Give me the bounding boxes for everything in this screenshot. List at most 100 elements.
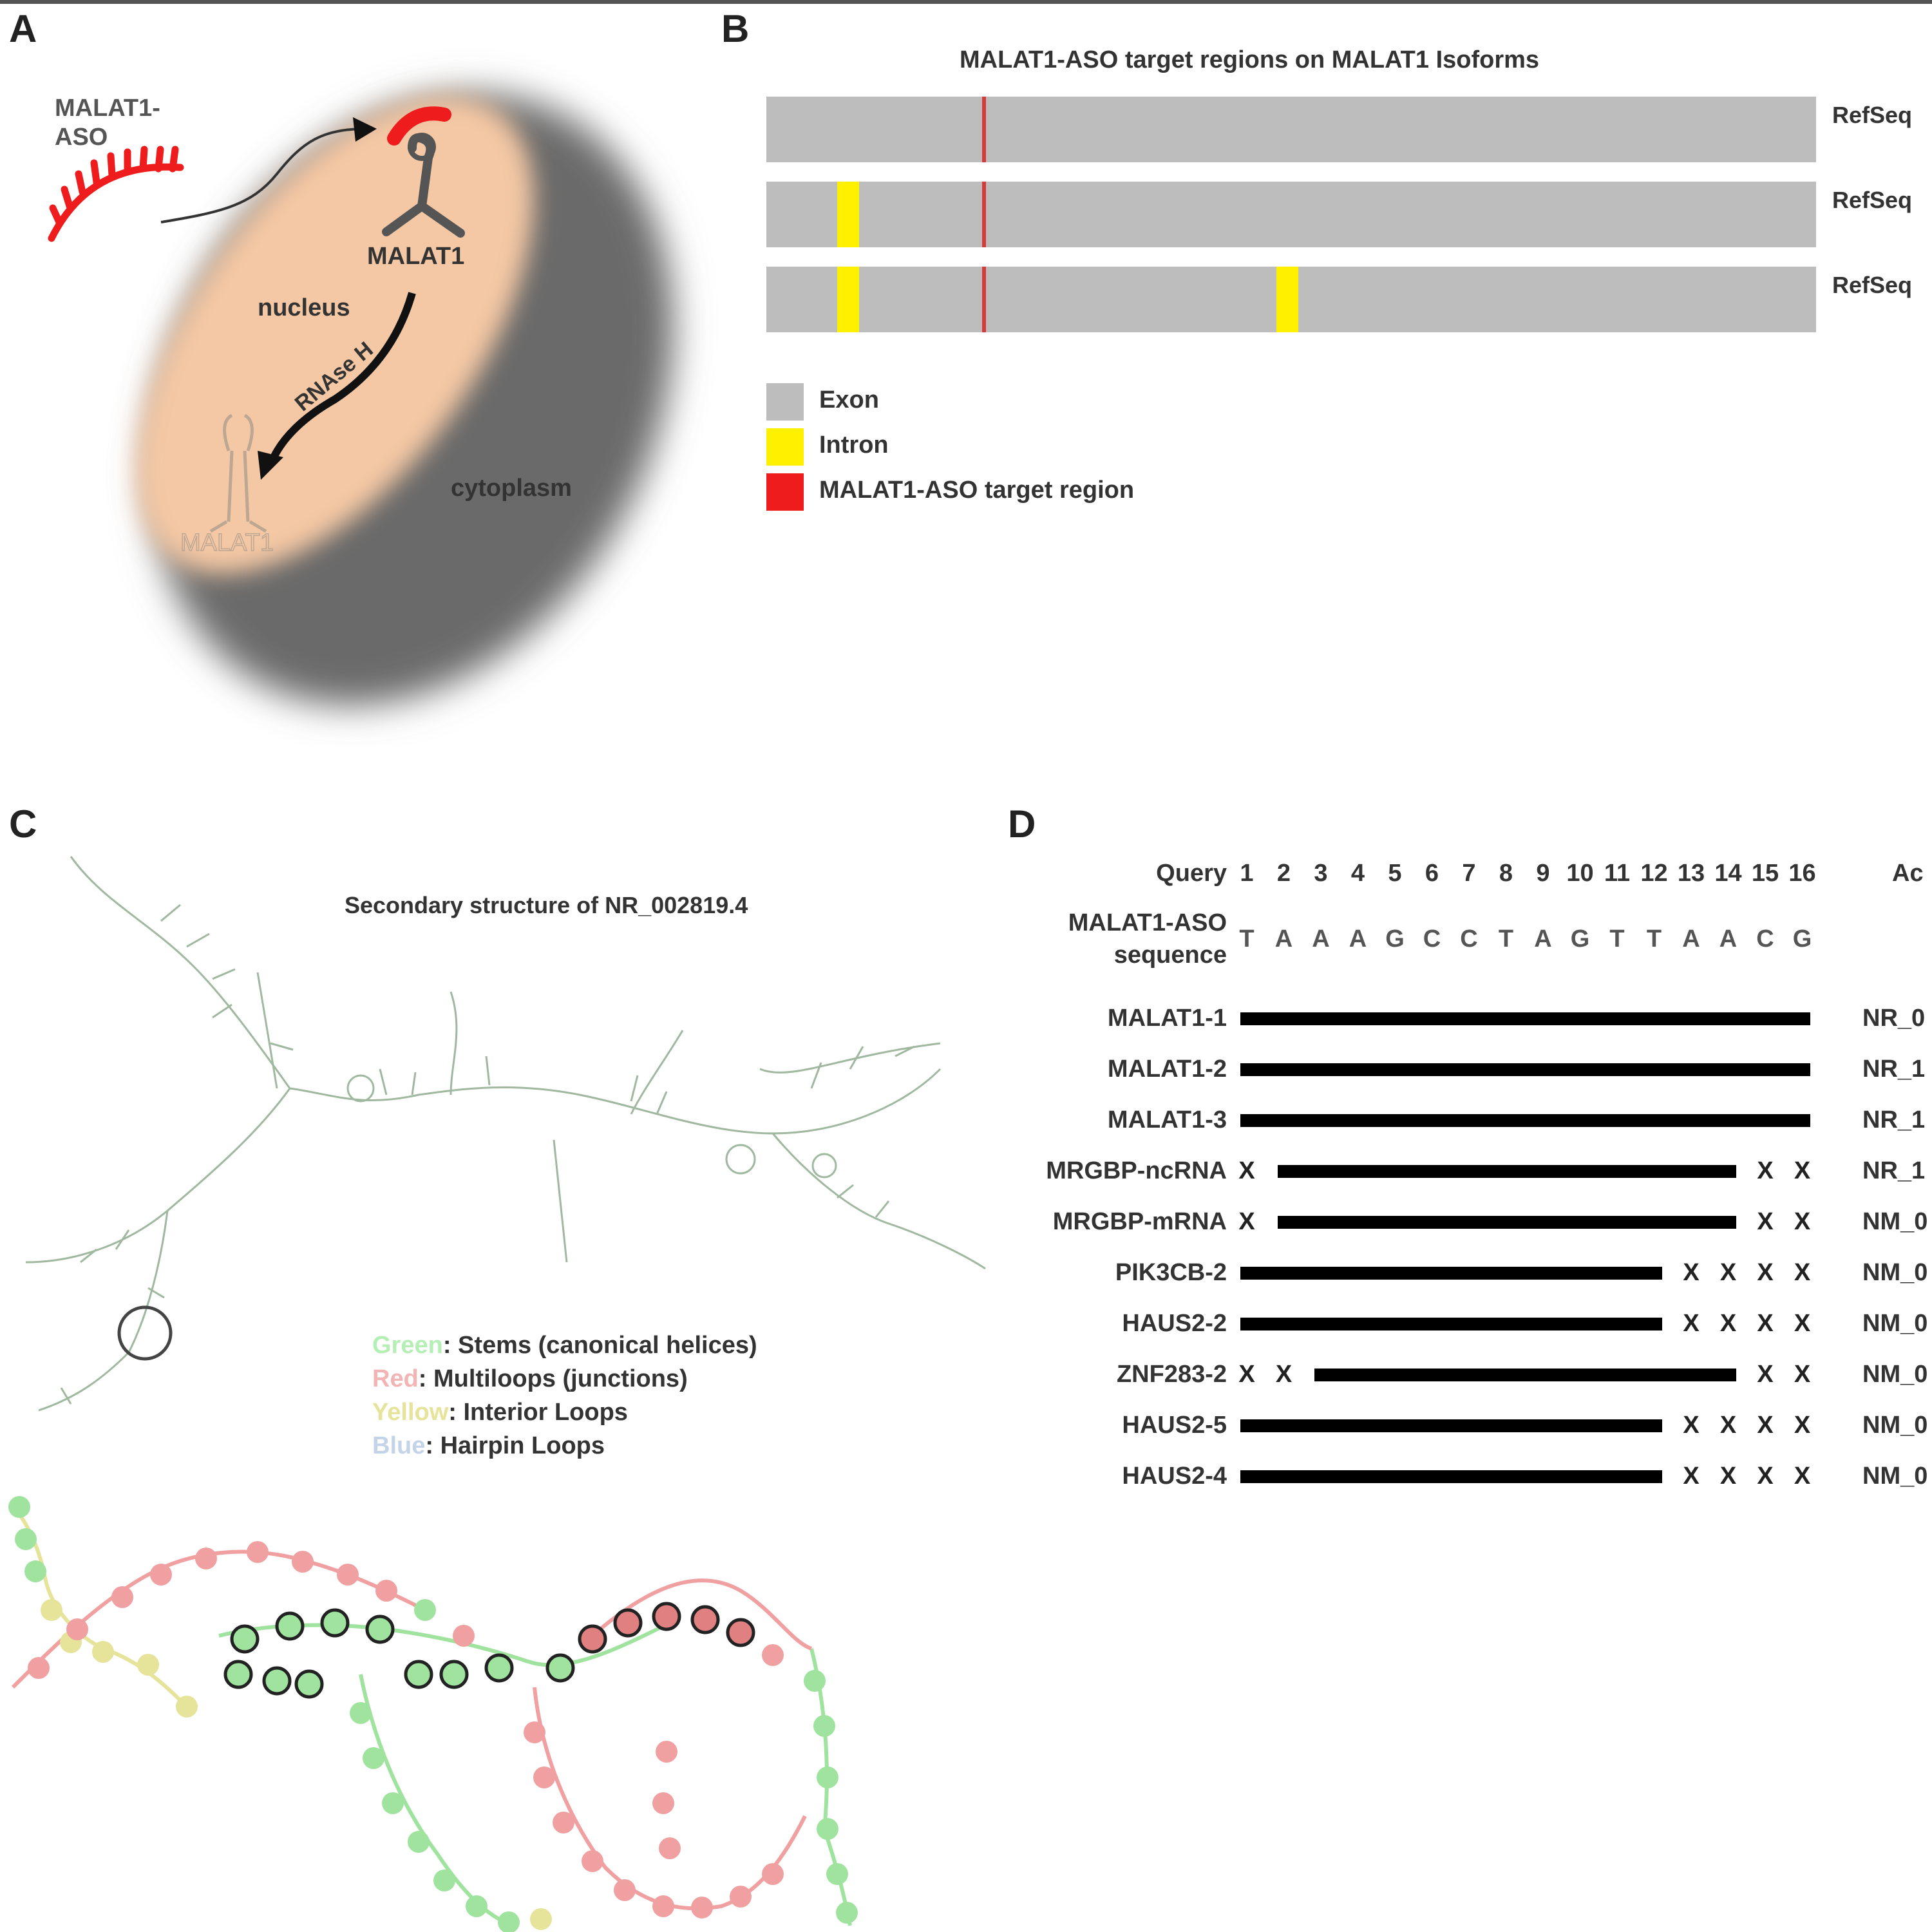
- query-position: 13: [1677, 860, 1705, 887]
- mismatch-mark: X: [1683, 1310, 1700, 1337]
- structure-legend-red: Red: Multiloops (junctions): [372, 1365, 688, 1393]
- isoform-bar-3: [766, 267, 1816, 332]
- alignment-row-name: ZNF283-2: [1116, 1361, 1227, 1388]
- aso-target-mark: [982, 182, 986, 247]
- alignment-row-name: MALAT1-1: [1107, 1005, 1227, 1032]
- sequence-label-line2: sequence: [1113, 942, 1227, 969]
- isoform-label-1: RefSeq: [1832, 102, 1913, 128]
- cleavage-arrow: [270, 292, 416, 459]
- sequence-base: A: [1274, 925, 1293, 952]
- secondary-structure-diagram: [8, 856, 986, 1932]
- binding-arrow: [160, 128, 368, 223]
- legend-description: : Multiloops (junctions): [418, 1365, 688, 1392]
- mismatch-mark: X: [1683, 1412, 1700, 1439]
- mismatch-mark: X: [1757, 1259, 1774, 1286]
- panel-label-b: B: [721, 7, 750, 50]
- legend-label-target: MALAT1-ASO target region: [819, 477, 1135, 504]
- legend-label-exon: Exon: [819, 386, 879, 413]
- alignment-row-name: HAUS2-5: [1122, 1412, 1227, 1439]
- cell-diagram: MALAT1- ASO MALAT1 nucleus RNAse H cytop…: [48, 93, 674, 706]
- mismatch-mark: X: [1757, 1412, 1774, 1439]
- accession-number: NM_0: [1862, 1361, 1928, 1388]
- query-position: 15: [1751, 860, 1779, 887]
- legend-swatch-target: [766, 473, 804, 511]
- mismatch-mark: X: [1757, 1361, 1774, 1388]
- alignment-match-line: [1240, 1012, 1810, 1025]
- mismatch-mark: X: [1238, 1361, 1255, 1388]
- alignment-row-name: PIK3CB-2: [1115, 1259, 1227, 1286]
- structure-legend-green: Green: Stems (canonical helices): [372, 1332, 757, 1359]
- mismatch-mark: X: [1683, 1259, 1700, 1286]
- alignment-match-line: [1277, 1216, 1736, 1229]
- sequence-base: G: [1385, 925, 1405, 952]
- query-position: 11: [1604, 860, 1631, 887]
- query-position: 5: [1388, 860, 1402, 887]
- structure-legend-yellow: Yellow: Interior Loops: [372, 1399, 628, 1426]
- alignment-match-line: [1314, 1368, 1736, 1381]
- query-position: 12: [1640, 860, 1668, 887]
- top-border: [0, 0, 1932, 4]
- mismatch-mark: X: [1794, 1157, 1811, 1184]
- sequence-base: A: [1719, 925, 1738, 952]
- accession-number: NM_0: [1862, 1412, 1928, 1439]
- mismatch-mark: X: [1757, 1463, 1774, 1490]
- alignment-match-line: [1240, 1114, 1810, 1127]
- intron-mark: [1276, 267, 1298, 332]
- alignment-row-name: MALAT1-2: [1107, 1056, 1227, 1083]
- mismatch-mark: X: [1794, 1361, 1811, 1388]
- query-position: 1: [1240, 860, 1254, 887]
- mismatch-mark: X: [1794, 1412, 1811, 1439]
- sequence-label-line1: MALAT1-ASO: [1068, 909, 1227, 936]
- mismatch-mark: X: [1719, 1412, 1737, 1439]
- sequence-base: T: [1609, 925, 1625, 952]
- accession-number: NM_0: [1862, 1463, 1928, 1490]
- isoform-bar-2: [766, 182, 1816, 247]
- sequence-base: T: [1646, 925, 1662, 952]
- accession-number: NR_1: [1862, 1056, 1926, 1083]
- mismatch-mark: X: [1719, 1259, 1737, 1286]
- zoomed-structure: [11, 1505, 852, 1927]
- mismatch-mark: X: [1794, 1463, 1811, 1490]
- intron-mark: [837, 182, 859, 247]
- intron-mark: [837, 267, 859, 332]
- aso-target-mark: [982, 97, 986, 162]
- legend-color-name: Yellow: [372, 1399, 449, 1426]
- binding-arrow-head: [353, 117, 377, 142]
- query-position: 2: [1276, 860, 1291, 887]
- query-position: 8: [1499, 860, 1513, 887]
- mismatch-mark: X: [1794, 1310, 1811, 1337]
- mismatch-mark: X: [1757, 1208, 1774, 1235]
- sequence-base: A: [1349, 925, 1367, 952]
- sequence-base: T: [1498, 925, 1514, 952]
- cleavage-arrow-head: [258, 451, 283, 480]
- accession-number: NM_0: [1862, 1259, 1928, 1286]
- degraded-malat1-label: MALAT1: [180, 529, 274, 556]
- accession-number: NR_1: [1862, 1157, 1926, 1184]
- query-label: Query: [1156, 860, 1227, 887]
- panel-label-a: A: [9, 7, 37, 50]
- query-position: 9: [1536, 860, 1550, 887]
- mismatch-mark: X: [1238, 1208, 1255, 1235]
- nucleus-label: nucleus: [258, 294, 350, 321]
- panel-label-d: D: [1008, 802, 1036, 846]
- isoform-bar-1: [766, 97, 1816, 162]
- legend-swatch-exon: [766, 383, 804, 421]
- malat1-rna-icon: [382, 133, 465, 238]
- mismatch-mark: X: [1238, 1157, 1255, 1184]
- sequence-base: A: [1534, 925, 1552, 952]
- target-site-highlight: [117, 1305, 173, 1361]
- mismatch-mark: X: [1683, 1463, 1700, 1490]
- isoform-label-2: RefSeq: [1832, 187, 1913, 213]
- structure-legend-blue: Blue: Hairpin Loops: [372, 1432, 605, 1460]
- sequence-base: C: [1423, 925, 1441, 952]
- accession-number: NR_0: [1862, 1005, 1926, 1032]
- mismatch-mark: X: [1275, 1361, 1293, 1388]
- aso-label-line1: MALAT1-: [55, 95, 160, 122]
- mismatch-mark: X: [1794, 1259, 1811, 1286]
- sequence-base: G: [1570, 925, 1590, 952]
- query-position: 4: [1350, 860, 1365, 887]
- cytoplasm-label: cytoplasm: [451, 475, 572, 502]
- isoform-label-3: RefSeq: [1832, 272, 1913, 298]
- aso-target-mark: [982, 267, 986, 332]
- panel-label-c: C: [9, 802, 37, 846]
